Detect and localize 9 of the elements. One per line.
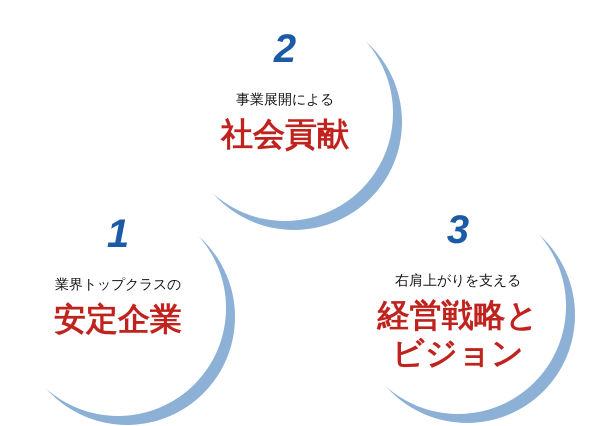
title: 社会貢献 (219, 115, 350, 153)
step-number: 1 (106, 214, 130, 254)
step-number: 3 (446, 210, 470, 250)
subtitle: 事業展開による (236, 91, 334, 109)
step-number: 2 (274, 29, 296, 69)
subtitle: 業界トップクラスの (55, 276, 181, 294)
title: 経営戦略とビジョン (376, 296, 540, 372)
subtitle: 右肩上がりを支える (395, 272, 521, 290)
title: 安定企業 (53, 300, 183, 338)
